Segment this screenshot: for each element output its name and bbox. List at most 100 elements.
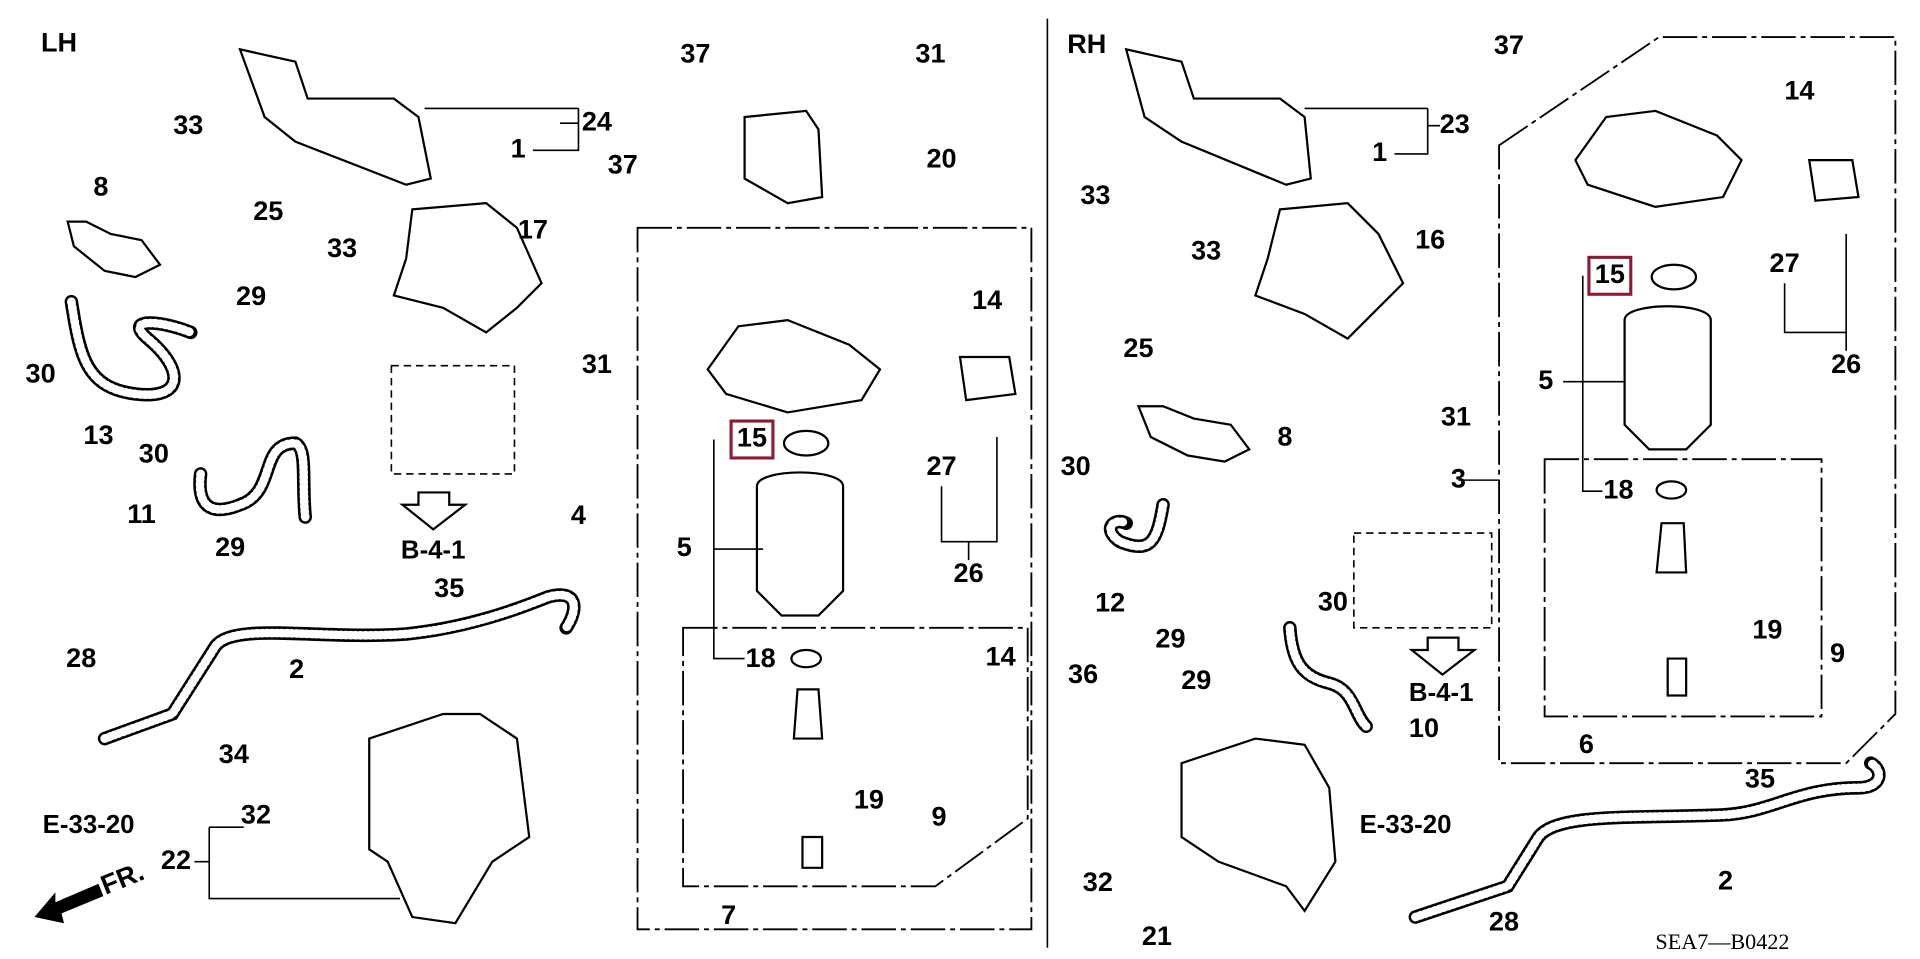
- reference-arrow-lh: [399, 491, 469, 531]
- part-callout-37[interactable]: 37: [608, 148, 638, 179]
- assembly-frame-3: [1498, 36, 1897, 765]
- part-callout-6[interactable]: 6: [1579, 728, 1594, 759]
- reference-e-33-20-lh[interactable]: E-33-20: [43, 811, 135, 839]
- diagram-code: SEA7—B0422: [1655, 929, 1789, 954]
- part-callout-3[interactable]: 3: [1451, 462, 1466, 493]
- reference-arrow-rh: [1408, 636, 1478, 676]
- part-callout-28[interactable]: 28: [1489, 905, 1519, 936]
- bracket-17: [392, 202, 543, 334]
- part-callout-26[interactable]: 26: [954, 557, 984, 588]
- part-callout-15[interactable]: 15: [737, 422, 767, 453]
- part-callout-31[interactable]: 31: [582, 348, 612, 379]
- part-callout-2[interactable]: 2: [289, 653, 304, 684]
- bracket-16: [1253, 202, 1405, 340]
- side-label-rh: RH: [1067, 28, 1106, 59]
- part-callout-29[interactable]: 29: [236, 280, 266, 311]
- part-callout-36[interactable]: 36: [1068, 658, 1098, 689]
- part-callout-29[interactable]: 29: [215, 531, 245, 562]
- part-callout-9[interactable]: 9: [1830, 637, 1845, 668]
- part-callout-15[interactable]: 15: [1595, 258, 1625, 289]
- highlight-box-part-15: [729, 419, 775, 460]
- part-callout-28[interactable]: 28: [66, 642, 96, 673]
- highlight-box-part-15: [1587, 255, 1633, 296]
- part-callout-8[interactable]: 8: [1277, 420, 1292, 451]
- part-callout-9[interactable]: 9: [932, 801, 947, 832]
- part-callout-19[interactable]: 19: [1752, 614, 1782, 645]
- ref-box-lh: [390, 364, 516, 475]
- part-callout-32[interactable]: 32: [241, 798, 271, 829]
- part-callout-30[interactable]: 30: [1061, 450, 1091, 481]
- part-callout-17[interactable]: 17: [518, 214, 548, 245]
- part-callout-33[interactable]: 33: [1191, 235, 1221, 266]
- part-callout-2[interactable]: 2: [1718, 865, 1733, 896]
- part-callout-25[interactable]: 25: [253, 195, 283, 226]
- part-callout-26[interactable]: 26: [1831, 348, 1861, 379]
- assembly-frame-7: [682, 626, 1029, 888]
- part-callout-33[interactable]: 33: [173, 109, 203, 140]
- part-callout-12[interactable]: 12: [1095, 587, 1125, 618]
- part-callout-31[interactable]: 31: [915, 38, 945, 69]
- part-callout-1[interactable]: 1: [1372, 136, 1387, 167]
- o-ring-15-center: [782, 429, 830, 457]
- part-callout-25[interactable]: 25: [1123, 332, 1153, 363]
- part-callout-1[interactable]: 1: [511, 132, 526, 163]
- part-callout-33[interactable]: 33: [1080, 179, 1110, 210]
- part-callout-37[interactable]: 37: [680, 38, 710, 69]
- part-callout-19[interactable]: 19: [854, 784, 884, 815]
- part-callout-5[interactable]: 5: [677, 531, 692, 562]
- part-callout-14[interactable]: 14: [986, 641, 1016, 672]
- connector-center: [958, 355, 1017, 402]
- filter-holder-21: [1180, 737, 1337, 913]
- part-callout-31[interactable]: 31: [1441, 401, 1471, 432]
- part-callout-30[interactable]: 30: [26, 358, 56, 389]
- part-callout-18[interactable]: 18: [1603, 473, 1633, 504]
- ref-box-rh: [1353, 532, 1493, 629]
- part-callout-32[interactable]: 32: [1083, 866, 1113, 897]
- part-callout-22[interactable]: 22: [161, 844, 191, 875]
- part-callout-23[interactable]: 23: [1440, 108, 1470, 139]
- part-callout-5[interactable]: 5: [1538, 364, 1553, 395]
- part-callout-27[interactable]: 27: [926, 450, 956, 481]
- part-callout-33[interactable]: 33: [327, 232, 357, 263]
- connector-rh: [1807, 159, 1860, 202]
- fuel-pump-8-rh: [1136, 405, 1251, 463]
- part-callout-29[interactable]: 29: [1155, 622, 1185, 653]
- front-arrow-label: FR.: [96, 855, 148, 900]
- part-callout-21[interactable]: 21: [1142, 920, 1172, 951]
- part-callout-20[interactable]: 20: [926, 142, 956, 173]
- part-callout-35[interactable]: 35: [434, 572, 464, 603]
- part-callout-30[interactable]: 30: [1318, 585, 1348, 616]
- filter-5-rh: [1623, 305, 1712, 451]
- reference-e-33-20-rh[interactable]: E-33-20: [1360, 811, 1452, 839]
- reference-b-4-1-rh[interactable]: B-4-1: [1409, 679, 1474, 707]
- o-ring-18-center: [790, 648, 823, 669]
- part-callout-18[interactable]: 18: [746, 642, 776, 673]
- part-callout-11[interactable]: 11: [127, 498, 156, 529]
- part-callout-13[interactable]: 13: [83, 419, 113, 450]
- part-callout-30[interactable]: 30: [139, 438, 169, 469]
- part-callout-10[interactable]: 10: [1409, 712, 1439, 743]
- part-callout-27[interactable]: 27: [1770, 247, 1800, 278]
- filter-5-center: [755, 471, 845, 617]
- part-callout-16[interactable]: 16: [1415, 224, 1445, 255]
- part-callout-7[interactable]: 7: [721, 899, 736, 930]
- part-callout-34[interactable]: 34: [219, 738, 249, 769]
- reference-b-4-1-lh[interactable]: B-4-1: [401, 536, 466, 564]
- assembly-frame-4: [636, 226, 1033, 931]
- sensor-9-rh: [1655, 522, 1688, 697]
- part-callout-8[interactable]: 8: [93, 171, 108, 202]
- leader-lines: [194, 107, 1847, 900]
- bracket-23: [1124, 47, 1312, 186]
- part-callout-29[interactable]: 29: [1181, 664, 1211, 695]
- part-callout-14[interactable]: 14: [1784, 75, 1814, 106]
- part-callout-37[interactable]: 37: [1494, 29, 1524, 60]
- part-callout-24[interactable]: 24: [582, 105, 612, 136]
- part-callout-35[interactable]: 35: [1745, 763, 1775, 794]
- part-callout-14[interactable]: 14: [972, 284, 1002, 315]
- sensor-9-center: [792, 688, 824, 869]
- filter-head-rh: [1574, 109, 1743, 209]
- part-callout-4[interactable]: 4: [571, 499, 586, 530]
- side-label-lh: LH: [41, 27, 77, 58]
